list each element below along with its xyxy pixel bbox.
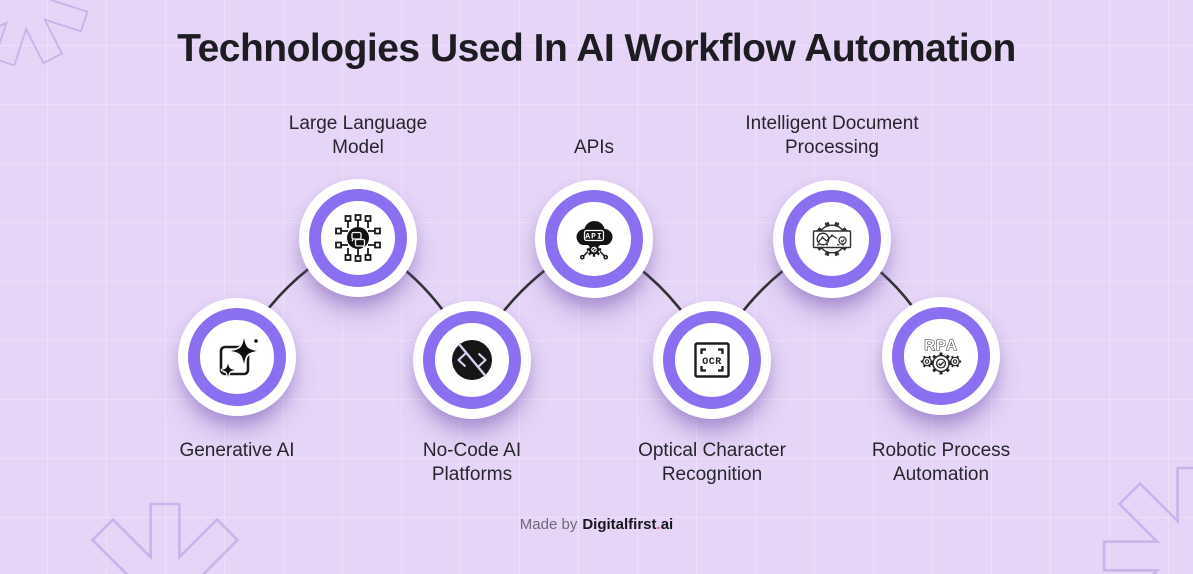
api-cloud-icon: API: [576, 221, 613, 260]
page-title: Technologies Used In AI Workflow Automat…: [177, 27, 1016, 70]
brand-name: Digitalfirst: [582, 516, 657, 533]
node-apis: API: [535, 180, 653, 298]
node-label-rpa: Robotic Process Automation: [871, 440, 1011, 485]
brand-suffix: ai: [660, 516, 674, 533]
ocr-icon-text: OCR: [702, 357, 722, 368]
generative-ai-icon: [219, 337, 258, 378]
ocr-frame-icon: OCR: [694, 342, 730, 378]
brand-dot: .: [656, 516, 661, 533]
document-processing-gear-icon: [812, 221, 852, 257]
node-label-ocr: Optical Character Recognition: [638, 440, 786, 485]
node-large-language-model: [299, 179, 417, 297]
llm-chip-icon: [335, 214, 381, 262]
node-generative-ai: [178, 298, 296, 416]
credit-prefix: Made by: [519, 516, 578, 533]
node-label-no-code-ai: No-Code AI Platforms: [422, 440, 522, 485]
rpa-icon-text: RPA: [924, 337, 958, 354]
node-label-apis: APIs: [573, 137, 615, 159]
node-rpa: RPA: [882, 297, 1000, 415]
no-code-icon: [452, 340, 492, 380]
node-ocr: OCR: [653, 301, 771, 419]
api-icon-text: API: [585, 233, 602, 242]
node-label-intelligent-document-processing: Intelligent Document Processing: [745, 113, 919, 159]
rpa-gears-icon: RPA: [920, 337, 962, 375]
node-intelligent-document-processing: [773, 180, 891, 298]
node-label-generative-ai: Generative AI: [179, 440, 295, 461]
node-label-large-language-model: Large Language Model: [288, 113, 428, 159]
node-no-code-ai: [413, 301, 531, 419]
